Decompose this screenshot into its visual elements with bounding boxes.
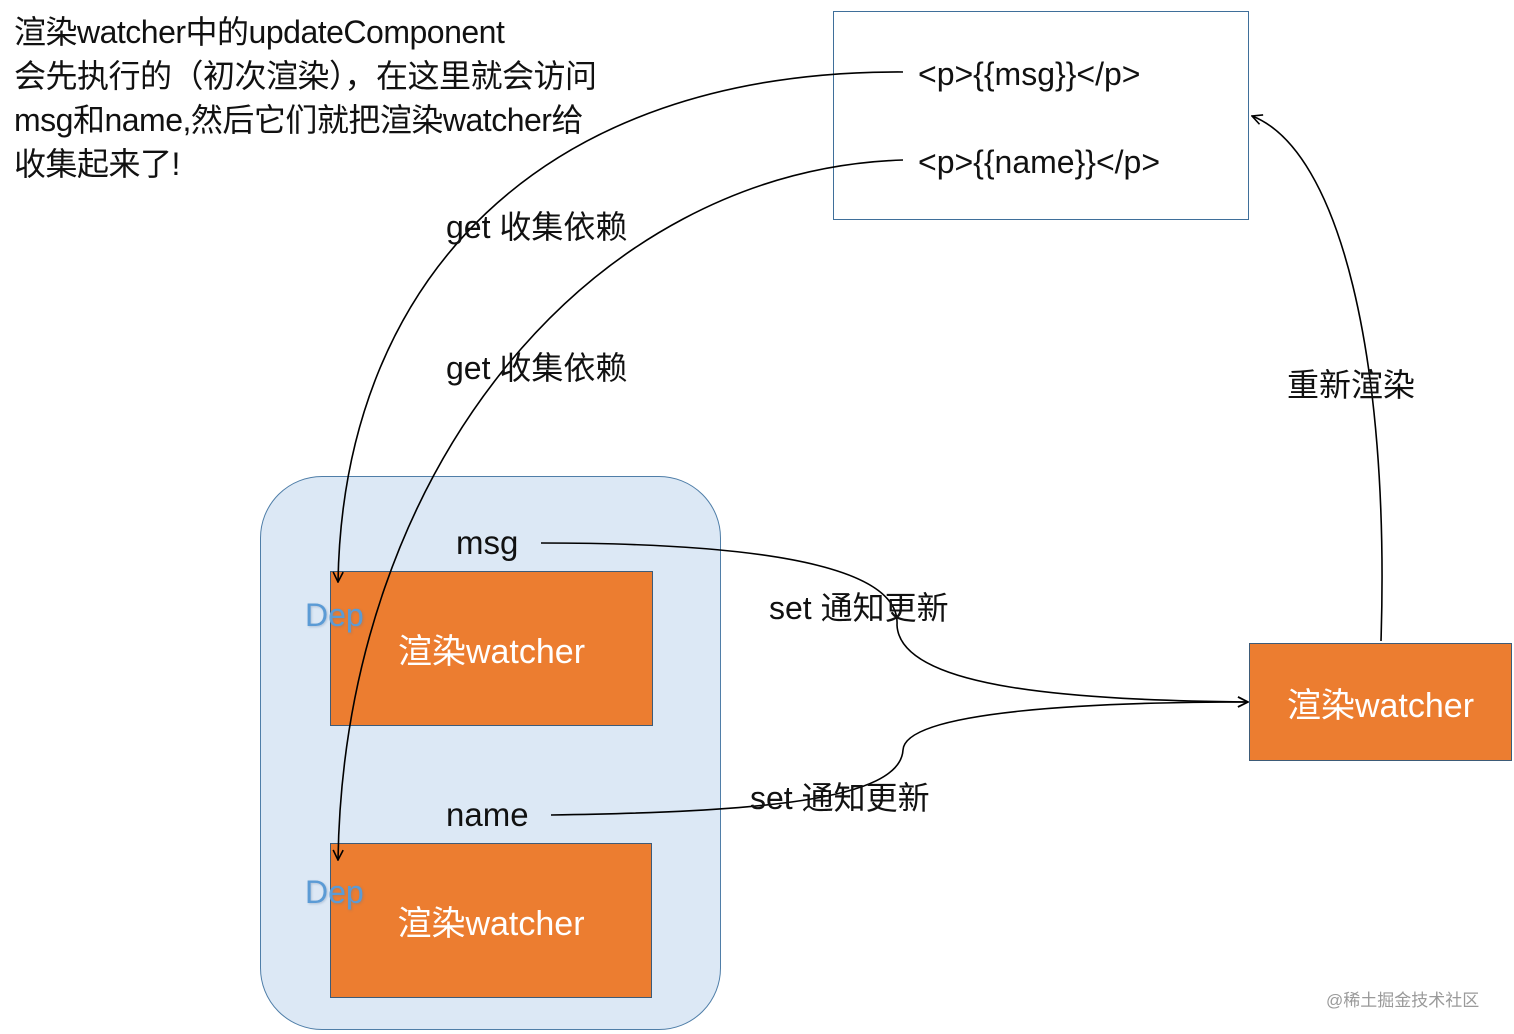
dep-name-watcher-label: 渲染watcher xyxy=(397,905,585,943)
edge-label-get-name: get 收集依赖 xyxy=(446,350,628,386)
edge-label-set-msg: set 通知更新 xyxy=(769,590,949,626)
edge-label-set-name: set 通知更新 xyxy=(750,780,930,816)
description-line-1: 渲染watcher中的updateComponent xyxy=(14,14,505,50)
property-msg-label: msg xyxy=(456,524,519,561)
dep-name-label: Dep xyxy=(305,874,364,910)
description-text: 渲染watcher中的updateComponent 会先执行的（初次渲染），在… xyxy=(14,10,714,186)
edge-label-rerender: 重新渲染 xyxy=(1287,367,1416,403)
edge-get-name xyxy=(338,159,904,860)
description-line-2: 会先执行的（初次渲染），在这里就会访问 xyxy=(14,58,597,94)
description-line-3: msg和name,然后它们就把渲染watcher给 xyxy=(14,102,583,138)
edge-label-get-msg: get 收集依赖 xyxy=(446,209,628,245)
edge-set-msg xyxy=(540,542,1248,702)
edge-set-name xyxy=(550,702,1248,816)
description-line-4: 收集起来了! xyxy=(14,146,180,182)
watermark: @稀土掘金技术社区 xyxy=(1326,991,1480,1010)
dep-name-watcher: 渲染watcher xyxy=(330,843,652,998)
property-name-label: name xyxy=(446,796,529,833)
dep-msg-watcher: 渲染watcher xyxy=(330,571,653,726)
edge-get-msg xyxy=(338,71,904,582)
dep-msg-label: Dep xyxy=(305,597,364,633)
dep-msg-watcher-label: 渲染watcher xyxy=(397,633,586,671)
main-render-watcher: 渲染watcher xyxy=(1249,643,1512,761)
template-box xyxy=(833,11,1249,220)
edge-rerender xyxy=(1252,116,1383,642)
template-line-name: <p>{{name}}</p> xyxy=(918,144,1161,180)
template-line-msg: <p>{{msg}}</p> xyxy=(918,56,1141,92)
main-render-watcher-label: 渲染watcher xyxy=(1286,686,1475,725)
